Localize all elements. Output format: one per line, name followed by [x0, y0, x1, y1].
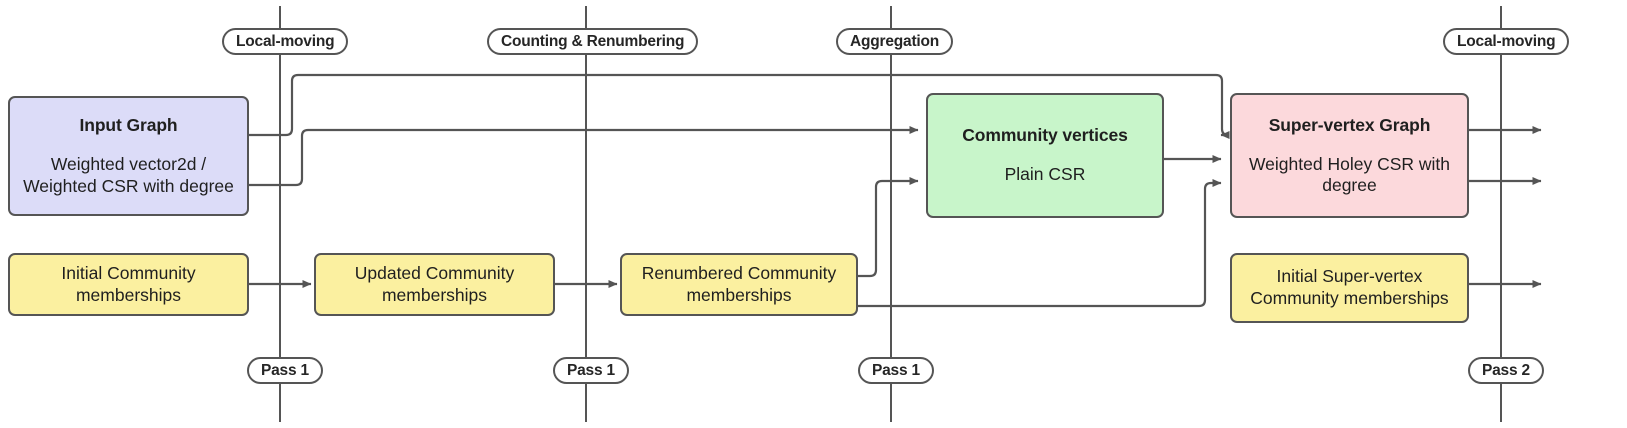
edge-input-to-community-vertices-2 [249, 126, 919, 187]
node-input-graph[interactable]: Input Graph Weighted vector2d / Weighted… [8, 96, 249, 216]
edge-renumbered-to-community-vertices [858, 177, 919, 278]
pill-text: Counting & Renumbering [501, 32, 685, 50]
node-input-graph-subtitle-line2: Weighted CSR with degree [23, 175, 234, 196]
node-super-vertex-graph-title: Super-vertex Graph [1268, 114, 1431, 135]
lifeline-top-label-local-moving-2[interactable]: Local-moving [1443, 28, 1570, 55]
node-updated-community-memberships[interactable]: Updated Community memberships [314, 253, 555, 316]
node-input-graph-title: Input Graph [79, 115, 178, 136]
node-community-vertices-title: Community vertices [962, 125, 1128, 146]
label-line2: memberships [75, 284, 182, 305]
label-line1: Updated Community [354, 262, 515, 283]
pill-text: Pass 2 [1482, 361, 1530, 379]
label-line2: memberships [686, 284, 792, 305]
lifeline-top-label-local-moving-1[interactable]: Local-moving [222, 28, 349, 55]
pill-text: Pass 1 [261, 361, 309, 379]
label-line2: Community memberships [1250, 288, 1449, 308]
node-updated-community-memberships-label: Updated Community memberships [355, 263, 515, 307]
node-initial-super-vertex-community-memberships-label: Initial Super-vertex Community membershi… [1250, 266, 1448, 310]
label-line1: Renumbered Community [641, 262, 837, 283]
pill-text: Pass 1 [872, 361, 920, 379]
pill-text: Local-moving [236, 32, 335, 50]
node-renumbered-community-memberships[interactable]: Renumbered Community memberships [620, 253, 858, 316]
node-super-vertex-graph-subtitle: Weighted Holey CSR with degree [1249, 154, 1450, 197]
label-line2: memberships [381, 284, 488, 305]
node-renumbered-community-memberships-label: Renumbered Community memberships [642, 263, 837, 307]
node-input-graph-subtitle: Weighted vector2d / Weighted CSR with de… [23, 154, 234, 197]
pill-text: Pass 1 [567, 361, 615, 379]
lifeline-top-label-aggregation[interactable]: Aggregation [836, 28, 954, 55]
pill-text: Local-moving [1457, 32, 1556, 50]
node-super-vertex-graph-subtitle-line2: degree [1322, 175, 1377, 195]
node-community-vertices[interactable]: Community vertices Plain CSR [926, 93, 1164, 218]
label-line1: Initial Community [61, 262, 196, 283]
node-initial-super-vertex-community-memberships[interactable]: Initial Super-vertex Community membershi… [1230, 253, 1469, 323]
lifeline-bottom-label-pass-1-a[interactable]: Pass 1 [247, 357, 323, 384]
lifeline-bottom-label-pass-1-c[interactable]: Pass 1 [858, 357, 934, 384]
lifeline-bottom-label-pass-2[interactable]: Pass 2 [1468, 357, 1544, 384]
pill-text: Aggregation [850, 32, 940, 50]
node-initial-community-memberships-label: Initial Community memberships [61, 263, 195, 307]
node-input-graph-subtitle-line1: Weighted vector2d / [50, 154, 207, 175]
node-super-vertex-graph-subtitle-line1: Weighted Holey CSR with [1248, 153, 1450, 174]
node-initial-community-memberships[interactable]: Initial Community memberships [8, 253, 249, 316]
node-community-vertices-subtitle: Plain CSR [1004, 164, 1086, 185]
node-super-vertex-graph[interactable]: Super-vertex Graph Weighted Holey CSR wi… [1230, 93, 1469, 218]
label-line1: Initial Super-vertex [1276, 266, 1423, 287]
lifeline-top-label-counting-renumbering[interactable]: Counting & Renumbering [487, 28, 699, 55]
lifeline-bottom-label-pass-1-b[interactable]: Pass 1 [553, 357, 629, 384]
